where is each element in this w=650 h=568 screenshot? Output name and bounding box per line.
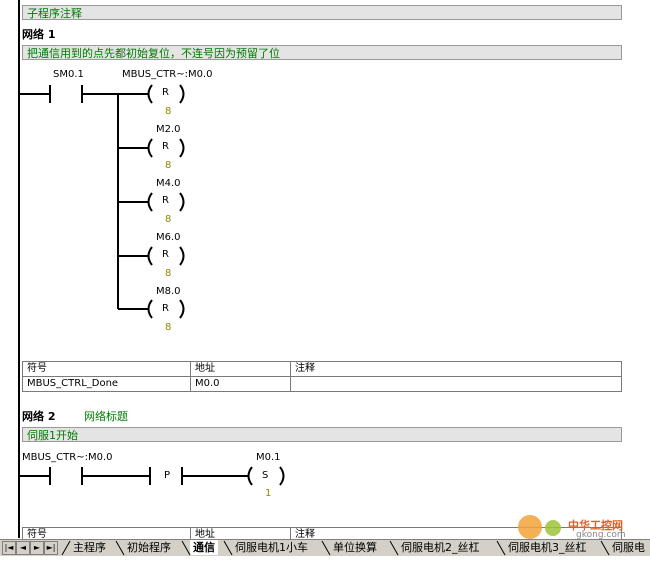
- tab-separators: [61, 540, 610, 556]
- coil4-address: M6.0: [156, 232, 181, 243]
- coil1-address: MBUS_CTR~:M0.0: [122, 69, 213, 80]
- coil1-count: 8: [165, 106, 172, 117]
- comment-header: 注释: [290, 361, 622, 377]
- next-tab-button[interactable]: ►: [30, 541, 44, 555]
- coil3-count: 8: [165, 214, 172, 225]
- symbol-header: 符号: [22, 361, 191, 377]
- network1-title: 网络 1: [22, 28, 56, 41]
- first-tab-button[interactable]: |◄: [2, 541, 16, 555]
- coil2-op: R: [162, 141, 169, 152]
- contact-sm01-label: SM0.1: [53, 69, 84, 80]
- comment-cell[interactable]: [290, 376, 622, 392]
- network2-coil-op: S: [262, 470, 269, 481]
- address-cell[interactable]: M0.0: [190, 376, 291, 392]
- coil4-count: 8: [165, 268, 172, 279]
- subroutine-comment[interactable]: 子程序注释: [22, 5, 622, 20]
- tab-servo-partial[interactable]: 伺服电: [612, 541, 645, 554]
- network2-coil-address: M0.1: [256, 452, 281, 463]
- coil3-op: R: [162, 195, 169, 206]
- symbol-cell[interactable]: MBUS_CTRL_Done: [22, 376, 191, 392]
- network2-title: 网络 2: [22, 410, 56, 423]
- coil4-op: R: [162, 249, 169, 260]
- network2-coil-count: 1: [265, 488, 272, 499]
- tab-init-program[interactable]: 初始程序: [127, 541, 171, 554]
- power-rail: [18, 0, 20, 538]
- last-tab-button[interactable]: ►|: [44, 541, 58, 555]
- address-header: 地址: [190, 361, 291, 377]
- tab-unit-conversion[interactable]: 单位换算: [333, 541, 377, 554]
- ladder-diagram: [19, 84, 285, 486]
- tab-main-program[interactable]: 主程序: [73, 541, 106, 554]
- tab-bar: |◄ ◄ ► ►| 主程序 初始程序 通信 伺服电机1小车 单位换算 伺服电机2…: [0, 539, 650, 556]
- watermark-gear-icon: [545, 520, 561, 536]
- tab-servo2-screw[interactable]: 伺服电机2_丝杠: [401, 541, 480, 554]
- coil3-address: M4.0: [156, 178, 181, 189]
- table-row: MBUS_CTRL_Done M0.0: [22, 376, 622, 392]
- network2-comment[interactable]: 伺服1开始: [22, 427, 622, 442]
- network2-subtitle[interactable]: 网络标题: [84, 410, 128, 423]
- tab-communication[interactable]: 通信: [190, 540, 218, 555]
- watermark-url: gkong.com: [576, 530, 626, 540]
- positive-edge-label: P: [164, 470, 171, 481]
- coil5-count: 8: [165, 322, 172, 333]
- network1-comment[interactable]: 把通信用到的点先都初始复位，不连号因为预留了位: [22, 45, 622, 60]
- left-gutter: [0, 0, 14, 540]
- coil5-op: R: [162, 303, 169, 314]
- bottom-strip: [0, 556, 650, 568]
- coil5-address: M8.0: [156, 286, 181, 297]
- prev-tab-button[interactable]: ◄: [16, 541, 30, 555]
- coil2-count: 8: [165, 160, 172, 171]
- tab-servo1-cart[interactable]: 伺服电机1小车: [235, 541, 308, 554]
- coil2-address: M2.0: [156, 124, 181, 135]
- network2-contact-label: MBUS_CTR~:M0.0: [22, 452, 113, 463]
- coil1-op: R: [162, 87, 169, 98]
- watermark-gear-icon: [518, 515, 542, 539]
- watermark-brand: 中华工控网: [568, 519, 623, 532]
- tab-servo3-screw[interactable]: 伺服电机3_丝杠: [508, 541, 587, 554]
- network1-symbol-table: 符号 地址 注释 MBUS_CTRL_Done M0.0: [22, 361, 622, 392]
